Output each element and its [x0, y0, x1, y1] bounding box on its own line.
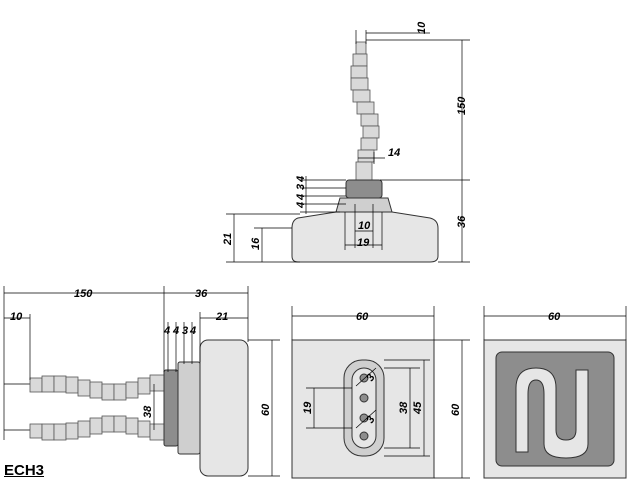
cable-segment	[356, 101, 375, 115]
dim-wire-width: 10	[416, 21, 428, 34]
cable-segment	[350, 65, 368, 79]
dim-inner-width: 10	[358, 220, 371, 232]
cable-segment	[65, 376, 79, 394]
dim-front-height-60: 60	[260, 403, 272, 416]
cable-segment	[350, 77, 369, 91]
cable-segment	[362, 125, 380, 139]
model-label: ECH3	[4, 462, 45, 479]
connector-neck	[345, 179, 383, 199]
dim-base-height: 21	[222, 233, 234, 246]
dim-step-2: 4	[295, 202, 307, 209]
cable-segment	[41, 423, 55, 441]
dim-body-height: 16	[250, 237, 262, 250]
plug-inner	[351, 367, 377, 449]
pin-label-2: 3	[364, 414, 377, 425]
cable-segment	[113, 415, 127, 433]
dim-rear-height: 60	[450, 403, 462, 416]
connector-shoulder	[335, 197, 393, 213]
cable-segment	[355, 41, 367, 55]
dim-total-height: 36	[456, 215, 468, 228]
cable-segment	[125, 381, 139, 399]
front-view: 150 36 10 4 4 3 4 21 38 60	[3, 286, 280, 477]
cable-segment	[101, 383, 115, 401]
rear-view: 60 60 19 38 45 3 3	[291, 306, 470, 479]
connector-neck-front	[163, 369, 179, 447]
heater-body-front	[199, 339, 249, 477]
cable-segment	[101, 415, 115, 433]
cable-segment	[41, 375, 55, 393]
dim-wire-spacing: 38	[142, 405, 154, 418]
cable-segment	[29, 377, 43, 393]
cable-segment	[29, 423, 43, 439]
pin-4	[359, 431, 369, 441]
cable-segment	[360, 137, 378, 151]
cable-segment	[77, 379, 91, 397]
cable-segment	[65, 422, 79, 440]
dim-plug-width: 19	[302, 401, 314, 414]
dim-front-step-2: 4	[172, 325, 179, 337]
face-view: 60	[483, 306, 627, 479]
cable-segment	[89, 381, 103, 399]
cable-segment	[113, 383, 127, 401]
dim-plug-height-2: 45	[412, 401, 424, 415]
cable-segment	[53, 375, 67, 393]
dim-front-step-4: 4	[189, 325, 196, 337]
dim-body-depth: 21	[215, 311, 228, 323]
heater-body-side	[291, 211, 439, 263]
cable-segment	[77, 420, 91, 438]
dim-step-3: 3	[295, 184, 307, 190]
cable-segment	[149, 423, 165, 441]
dim-front-step-3: 3	[182, 325, 188, 337]
dim-front-wire-length: 150	[74, 288, 93, 300]
cable-segment	[125, 417, 139, 435]
dim-face-width: 60	[548, 311, 561, 323]
cable-segment	[53, 423, 67, 441]
pin-1	[359, 373, 369, 383]
pin-label-1: 3	[364, 372, 377, 383]
cable-segment	[357, 149, 375, 163]
pin-3	[359, 413, 369, 423]
dim-wire-offset: 10	[10, 311, 23, 323]
connector-shoulder-front	[177, 361, 201, 455]
dim-step-4: 4	[295, 176, 307, 183]
cable-segment	[352, 89, 371, 103]
cable-segment	[352, 53, 368, 67]
cable-segment	[89, 417, 103, 435]
pin-2	[359, 393, 369, 403]
dim-outer-width: 19	[357, 237, 370, 249]
dim-step-1: 4	[295, 194, 307, 201]
dim-plug-height-1: 38	[398, 401, 410, 414]
cable-segment	[355, 161, 373, 181]
side-view: 10 150 36 14 4 4 3 4 21 16 10 19	[222, 21, 470, 263]
dim-wire-length: 150	[456, 96, 468, 115]
dim-rear-width: 60	[356, 311, 369, 323]
cable-segment	[137, 377, 151, 395]
cable-segment	[360, 113, 379, 127]
dim-neck-width: 14	[388, 147, 400, 159]
cable-segment	[149, 374, 165, 392]
dim-front-height: 36	[195, 288, 208, 300]
dim-front-step-1: 4	[163, 325, 170, 337]
cable-segment	[137, 420, 151, 438]
heating-coil-pattern	[515, 367, 589, 459]
